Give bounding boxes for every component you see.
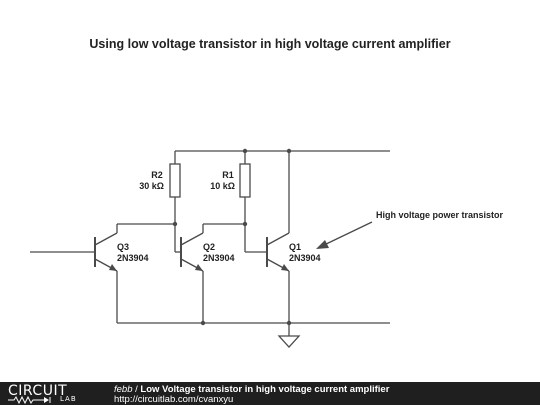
resistor-r1 xyxy=(239,163,251,198)
transistor-q3 xyxy=(94,232,118,272)
r2-value-label: 30 kΩ xyxy=(139,181,164,191)
ground-symbol xyxy=(277,335,301,348)
resistor-r2 xyxy=(169,163,181,198)
junction-dots xyxy=(172,148,292,326)
q1-ref-label: Q1 xyxy=(289,242,301,252)
footer-separator: / xyxy=(132,384,141,395)
q3-ref-label: Q3 xyxy=(117,242,129,252)
r2-ref-label: R2 xyxy=(151,170,163,180)
author-name[interactable]: febb xyxy=(114,384,133,395)
schematic-title: Using low voltage transistor in high vol… xyxy=(89,37,451,51)
q2-part-label: 2N3904 xyxy=(203,253,235,263)
q2-ref-label: Q2 xyxy=(203,242,215,252)
r1-ref-label: R1 xyxy=(222,170,234,180)
q1-part-label: 2N3904 xyxy=(289,253,321,263)
annotation-arrow xyxy=(321,221,373,247)
resistor-zigzag-icon xyxy=(8,396,51,404)
circuit-title: Low Voltage transistor in high voltage c… xyxy=(140,384,390,395)
logo-text-bottom: LAB xyxy=(60,395,77,403)
footer-title-line: febb / Low Voltage transistor in high vo… xyxy=(114,384,389,395)
footer-bar: CIRCUIT LAB febb / Low Voltage transisto… xyxy=(0,382,540,405)
logo-text-top: CIRCUIT xyxy=(8,383,68,399)
circuit-schematic: R2 30 kΩ R1 10 kΩ Q3 2N3904 Q2 2N3904 Q1… xyxy=(30,148,504,348)
r1-value-label: 10 kΩ xyxy=(210,181,235,191)
transistor-q2 xyxy=(180,232,204,272)
annotation-label: High voltage power transistor xyxy=(376,210,504,220)
circuit-url-link[interactable]: http://circuitlab.com/cvanxyu xyxy=(114,394,234,405)
circuitlab-logo[interactable]: CIRCUIT LAB xyxy=(8,383,96,404)
transistor-q1 xyxy=(266,232,290,272)
q3-part-label: 2N3904 xyxy=(117,253,149,263)
